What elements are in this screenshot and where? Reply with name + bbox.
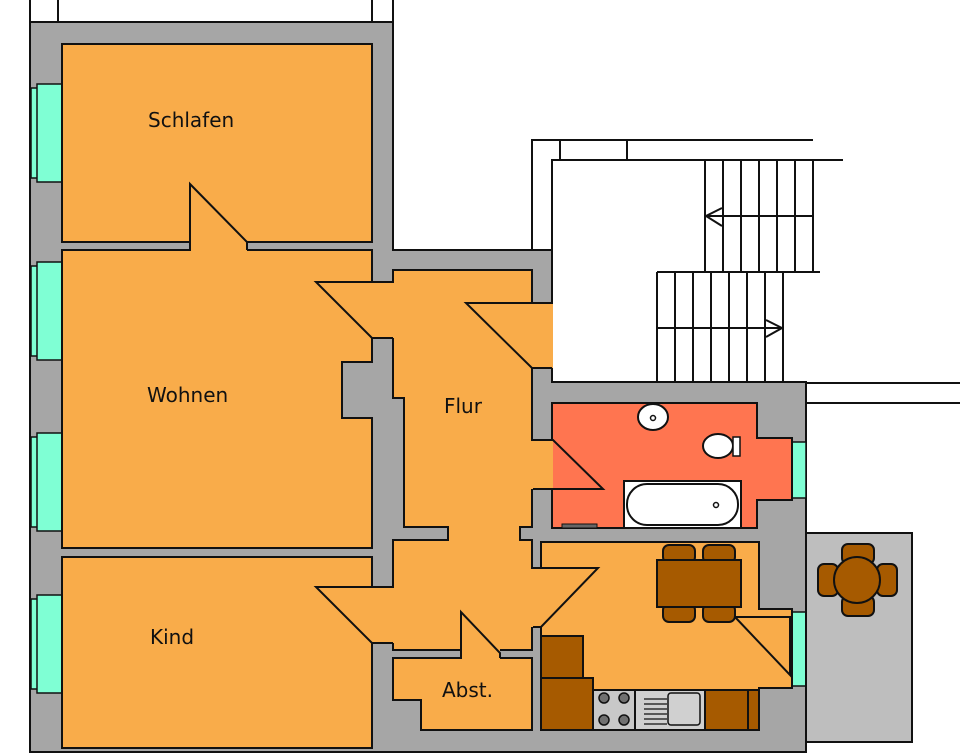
door-balcony[interactable] xyxy=(734,616,791,678)
windows xyxy=(30,83,807,694)
door-kitchen[interactable] xyxy=(533,567,601,628)
arrow-left-icon xyxy=(703,207,723,227)
window xyxy=(791,441,807,499)
stairs-upper xyxy=(703,160,814,272)
room-schlafen xyxy=(61,43,373,243)
window xyxy=(36,83,63,183)
door-flur-entrance[interactable] xyxy=(463,302,552,369)
label-schlafen: Schlafen xyxy=(148,108,234,132)
top-wall-stubs xyxy=(29,0,394,22)
door-schlafen[interactable] xyxy=(189,181,248,250)
cabinet xyxy=(540,677,594,731)
room-flur xyxy=(392,269,533,651)
dining-table xyxy=(656,559,742,608)
label-abst: Abst. xyxy=(442,678,493,702)
room-abstellraum xyxy=(392,657,533,731)
label-wohnen: Wohnen xyxy=(147,383,228,407)
room-kind xyxy=(61,556,373,749)
balcony xyxy=(805,532,913,743)
cabinet xyxy=(704,689,760,731)
kitchen-furniture xyxy=(540,544,760,731)
door-bathroom[interactable] xyxy=(533,439,606,490)
doors xyxy=(189,181,791,678)
stairs-lower xyxy=(656,272,785,382)
stairwell xyxy=(531,139,960,404)
door-kind[interactable] xyxy=(313,586,393,644)
door-abstellraum[interactable] xyxy=(460,609,501,658)
door-wohnen[interactable] xyxy=(313,281,393,339)
cabinet xyxy=(540,635,584,679)
bathroom-fixtures xyxy=(561,403,742,529)
arrow-right-icon xyxy=(765,319,785,338)
window xyxy=(36,432,63,532)
label-kind: Kind xyxy=(150,625,194,649)
window xyxy=(36,594,63,694)
round-table xyxy=(833,556,881,604)
label-flur: Flur xyxy=(444,394,483,418)
window xyxy=(36,261,63,361)
toilet-icon xyxy=(702,433,734,459)
window xyxy=(791,611,807,687)
